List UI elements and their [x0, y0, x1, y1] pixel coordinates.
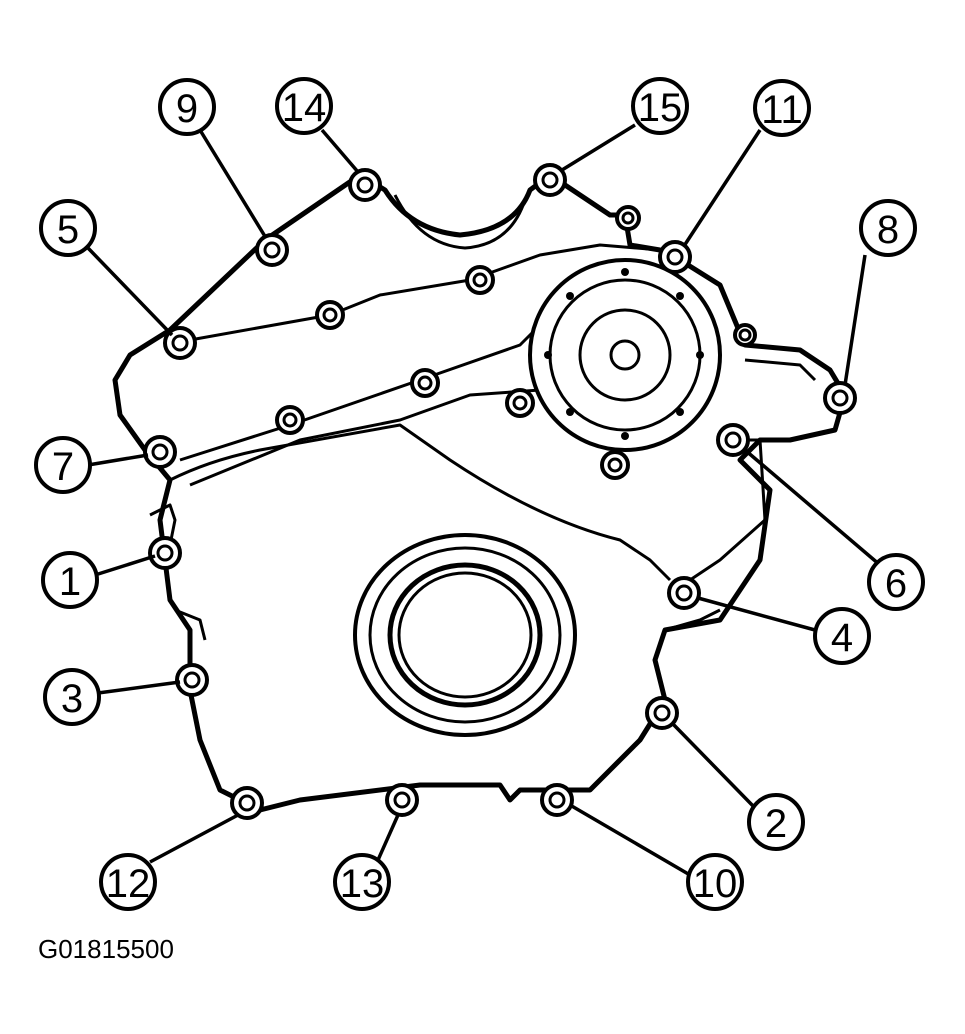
- callout-12: 12: [99, 853, 157, 911]
- callout-5: 5: [39, 199, 97, 257]
- callout-6: 6: [867, 553, 925, 611]
- callout-3-label: 3: [61, 677, 83, 721]
- callout-15: 15: [631, 77, 689, 135]
- callout-13: 13: [333, 853, 391, 911]
- callout-2-label: 2: [765, 802, 787, 846]
- water-pump: [528, 258, 722, 452]
- callout-6-label: 6: [885, 562, 907, 606]
- leader-lines: [86, 123, 882, 877]
- callout-8-label: 8: [877, 208, 899, 252]
- bolt-11: [658, 240, 692, 274]
- callout-7: 7: [34, 436, 92, 494]
- callout-14: 14: [275, 77, 333, 135]
- bolt-14: [348, 168, 382, 202]
- bolt-9: [255, 233, 289, 267]
- bolt-13: [385, 783, 419, 817]
- callout-14-label: 14: [282, 86, 327, 130]
- callout-9: 9: [158, 78, 216, 136]
- callout-13-label: 13: [340, 862, 385, 906]
- callout-5-label: 5: [57, 208, 79, 252]
- callout-15-label: 15: [638, 86, 683, 130]
- callout-3: 3: [43, 668, 101, 726]
- callout-4-label: 4: [831, 616, 853, 660]
- bolt-5: [163, 326, 197, 360]
- crankshaft-seal: [353, 533, 577, 737]
- callouts: 1 2 3 4 5 6 7 8 9 10 11 12 13 14 15: [34, 77, 925, 911]
- callout-12-label: 12: [106, 862, 151, 906]
- bolt-1: [148, 536, 182, 570]
- callout-4: 4: [813, 607, 871, 665]
- figure-code: G01815500: [38, 934, 174, 964]
- callout-11: 11: [753, 79, 811, 137]
- bolt-6: [716, 423, 750, 457]
- bolt-15: [533, 163, 567, 197]
- bolt-8: [823, 381, 857, 415]
- callout-1: 1: [41, 551, 99, 609]
- callout-7-label: 7: [52, 445, 74, 489]
- callout-10: 10: [686, 853, 744, 911]
- callout-11-label: 11: [761, 88, 803, 132]
- bolt-3: [175, 663, 209, 697]
- bolt-7: [143, 435, 177, 469]
- bolt-10: [540, 783, 574, 817]
- bolt-12: [230, 786, 264, 820]
- callout-10-label: 10: [693, 862, 738, 906]
- bolt-4: [667, 576, 701, 610]
- numbered-bolts: [143, 163, 857, 820]
- unnumbered-bolts: [275, 205, 757, 480]
- bolt-2: [645, 696, 679, 730]
- callout-1-label: 1: [59, 560, 81, 604]
- callout-2: 2: [747, 793, 805, 851]
- callout-9-label: 9: [176, 87, 198, 131]
- callout-8: 8: [859, 199, 917, 257]
